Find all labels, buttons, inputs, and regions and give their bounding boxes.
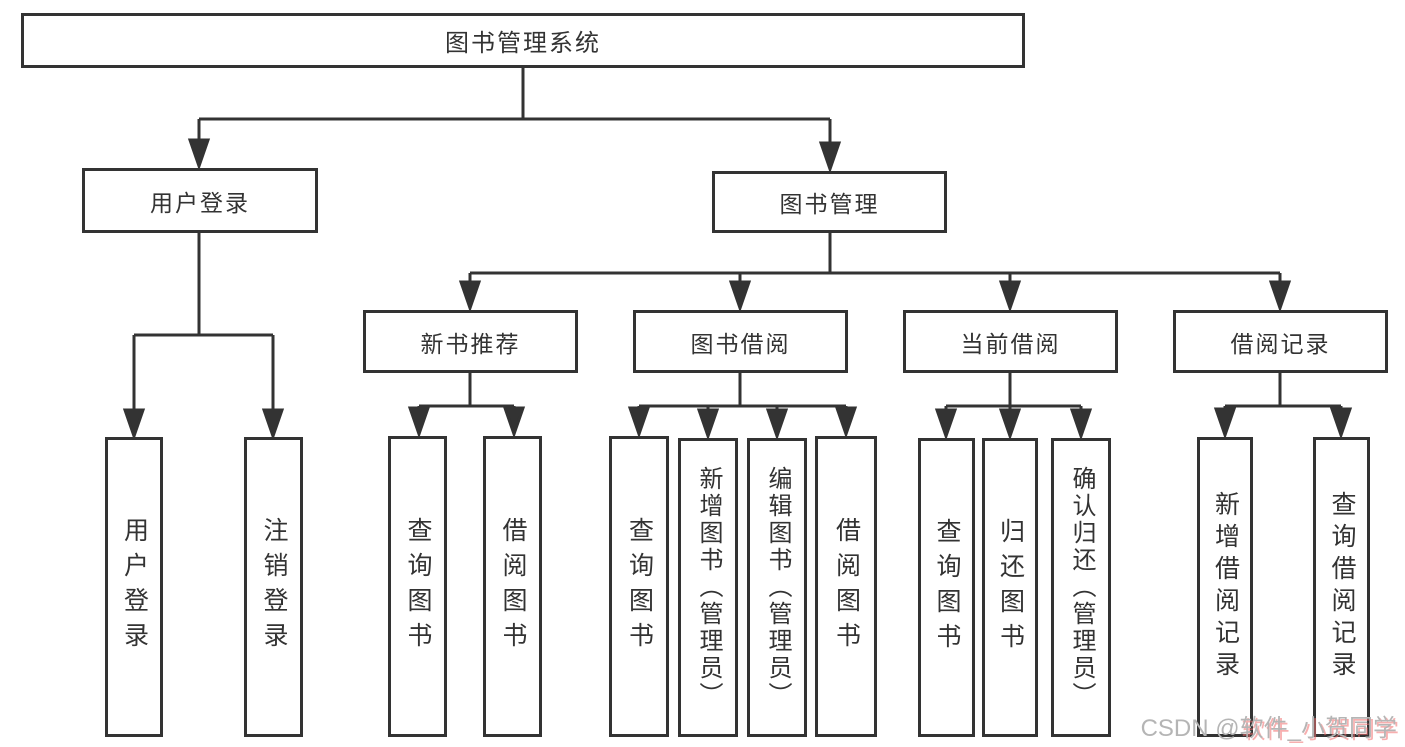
leaf-query-books-current: 查询图书	[918, 438, 975, 737]
leaf-borrow-books-2-label: 借阅图书	[832, 516, 861, 657]
leaf-add-book-admin: 新增图书（管理员）	[678, 438, 738, 737]
leaf-query-books-borrow: 查询图书	[609, 436, 669, 737]
node-book-borrow: 图书借阅	[633, 310, 848, 373]
node-current-borrow: 当前借阅	[903, 310, 1118, 373]
node-book-management: 图书管理	[712, 171, 947, 233]
leaf-logout-login: 注销登录	[244, 437, 303, 737]
node-new-book-recommend: 新书推荐	[363, 310, 578, 373]
watermark-prefix: CSDN @	[1140, 715, 1240, 742]
leaf-confirm-return-admin: 确认归还（管理员）	[1051, 438, 1111, 737]
leaf-return-book: 归还图书	[982, 438, 1038, 737]
leaf-query-books-recommend-label: 查询图书	[404, 516, 432, 657]
leaf-query-books-current-label: 查询图书	[933, 517, 961, 658]
leaf-borrow-books-recommend: 借阅图书	[483, 436, 542, 737]
leaf-borrow-books-2: 借阅图书	[815, 436, 877, 737]
leaf-return-book-label: 归还图书	[996, 517, 1025, 658]
leaf-query-books-borrow-label: 查询图书	[625, 516, 654, 657]
leaf-user-login: 用户登录	[105, 437, 163, 737]
leaf-query-borrow-record: 查询借阅记录	[1313, 437, 1370, 737]
leaf-query-books-recommend: 查询图书	[388, 436, 447, 737]
csdn-watermark: CSDN @软件_小贺同学	[1141, 708, 1397, 743]
node-user-login: 用户登录	[82, 168, 318, 233]
node-root: 图书管理系统	[21, 13, 1025, 68]
leaf-add-borrow-record: 新增借阅记录	[1197, 437, 1253, 737]
node-borrow-records: 借阅记录	[1173, 310, 1388, 373]
leaf-edit-book-admin: 编辑图书（管理员）	[747, 438, 807, 737]
leaf-edit-book-admin-label: 编辑图书（管理员）	[764, 466, 791, 709]
leaf-query-borrow-record-label: 查询借阅记录	[1328, 491, 1356, 683]
watermark-author: 软件_小贺同学	[1239, 715, 1397, 742]
leaf-confirm-return-admin-label: 确认归还（管理员）	[1068, 466, 1095, 709]
leaf-user-login-label: 用户登录	[120, 517, 149, 657]
leaf-borrow-books-recommend-label: 借阅图书	[499, 516, 527, 657]
leaf-logout-login-label: 注销登录	[260, 517, 288, 657]
leaf-add-borrow-record-label: 新增借阅记录	[1211, 491, 1240, 683]
leaf-add-book-admin-label: 新增图书（管理员）	[695, 466, 722, 709]
